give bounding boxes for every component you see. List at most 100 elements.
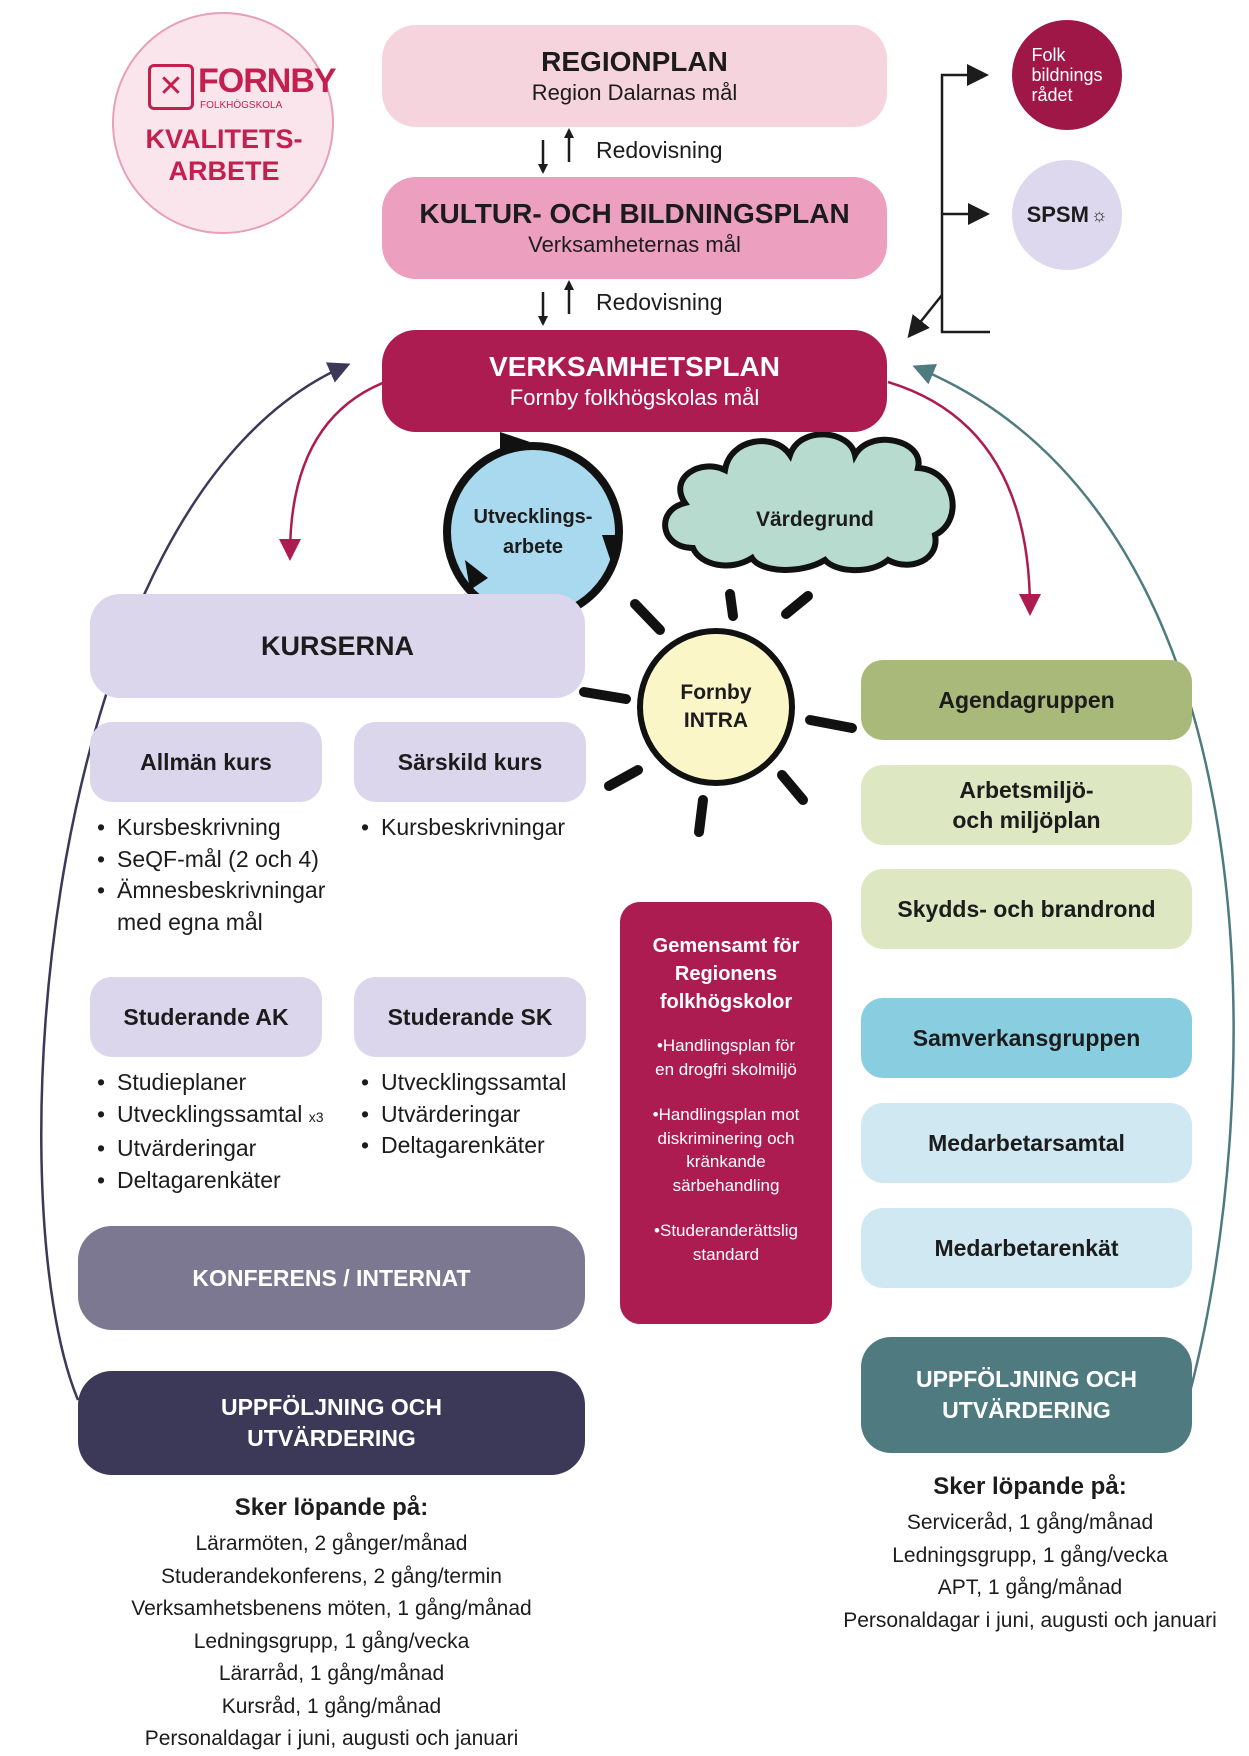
schedule-left-item: Lärarråd, 1 gång/månad — [218, 1662, 445, 1685]
logo-brand: FORNBY — [198, 62, 337, 100]
schedule-left-item: Studerandekonferens, 2 gång/termin — [161, 1564, 502, 1588]
arbetsmiljo-line2: och miljöplan — [952, 807, 1101, 833]
studerande-ak-label: Studerande AK — [123, 1003, 289, 1030]
schedule-right-heading: Sker löpande på: — [933, 1473, 1127, 1500]
arbetsmiljo-box: Arbetsmiljö- och miljöplan — [861, 765, 1192, 845]
schedule-left-item: Ledningsgrupp, 1 gång/vecka — [193, 1629, 470, 1653]
list-item: Deltagarenkäter — [359, 1130, 566, 1162]
logo-line2: ARBETE — [168, 156, 280, 186]
agendagruppen-label: Agendagruppen — [938, 686, 1115, 713]
regionplan-box: REGIONPLAN Region Dalarnas mål — [382, 25, 887, 127]
intra-label: Fornby INTRA — [650, 677, 782, 737]
vardegrund-cloud — [662, 431, 956, 574]
schedule-right-item: Ledningsgrupp, 1 gång/vecka — [892, 1543, 1168, 1567]
gemensamt-bullet-2-cont-a: diskriminering och — [657, 1128, 795, 1148]
list-item: Utvärderingar — [95, 1133, 324, 1165]
gemensamt-bullet-3-cont: standard — [692, 1244, 760, 1264]
list-item: Ämnesbeskrivningar — [95, 875, 325, 907]
medarbetarenkat-box: Medarbetarenkät — [861, 1208, 1192, 1288]
spsm-logo: SPSM ☼ — [1012, 160, 1122, 270]
folkbildningsradet-logo: Folk bildnings rådet — [1012, 20, 1122, 130]
times-badge: x3 — [308, 1108, 324, 1125]
intra-line2: INTRA — [683, 709, 749, 732]
verksamhetsplan-box: VERKSAMHETSPLAN Fornby folkhögskolas mål — [382, 330, 887, 432]
utvecklingsarbete-line1: Utvecklings- — [473, 506, 593, 528]
skydds-label: Skydds- och brandrond — [897, 895, 1156, 922]
crimson-arrow-right — [887, 380, 1041, 616]
logo-circle: ✕ FORNBY FOLKHÖGSKOLA KVALITETS- ARBETE — [112, 12, 337, 234]
schedule-left: Sker löpande på: Lärarmöten, 2 gånger/må… — [78, 1490, 585, 1756]
samverkan-box: Samverkansgruppen — [861, 998, 1192, 1078]
list-item: Kursbeskrivningar — [359, 812, 565, 844]
schedule-right-item: Serviceråd, 1 gång/månad — [906, 1511, 1154, 1534]
redovisning-label-2: Redovisning — [596, 289, 723, 315]
medarbetarsamtal-box: Medarbetarsamtal — [861, 1103, 1192, 1183]
spsm-label: SPSM — [1026, 202, 1089, 227]
kulturplan-subtitle: Verksamheternas mål — [528, 232, 741, 257]
schedule-left-item: Verksamhetsbenens möten, 1 gång/månad — [131, 1597, 532, 1620]
logo-line1: KVALITETS- — [145, 124, 303, 154]
schedule-left-item: Personaldagar i juni, augusti och januar… — [144, 1727, 519, 1750]
list-item: SeQF-mål (2 och 4) — [95, 844, 325, 876]
redovisning-label-1: Redovisning — [596, 137, 723, 163]
samverkan-label: Samverkansgruppen — [912, 1024, 1141, 1051]
uppfoljning-right-line2: UTVÄRDERING — [942, 1397, 1111, 1423]
verksamhetsplan-subtitle: Fornby folkhögskolas mål — [509, 385, 760, 410]
gemensamt-bullet-2-cont-c: särbehandling — [672, 1175, 780, 1195]
schedule-right: Sker löpande på: Serviceråd, 1 gång/måna… — [820, 1469, 1240, 1637]
gemensamt-box: Gemensamt för Regionens folkhögskolor •H… — [620, 902, 832, 1324]
vardegrund-label: Värdegrund — [756, 508, 874, 531]
gemensamt-title-2: Regionens — [674, 963, 778, 985]
uppfoljning-left-box: UPPFÖLJNING OCH UTVÄRDERING — [78, 1371, 585, 1475]
studerande-sk-box: Studerande SK — [354, 977, 586, 1057]
gemensamt-bullet-2: •Handlingsplan mot — [652, 1105, 800, 1124]
kulturplan-title: KULTUR- OCH BILDNINGSPLAN — [419, 198, 850, 229]
uppfoljning-left-line1: UPPFÖLJNING OCH — [220, 1394, 443, 1420]
allman-kurs-list: Kursbeskrivning SeQF-mål (2 och 4) Ämnes… — [95, 812, 325, 938]
logo-brand-sub: FOLKHÖGSKOLA — [200, 100, 283, 111]
gemensamt-bullet-2-cont-b: kränkande — [686, 1152, 766, 1171]
list-item: Utvecklingssamtal x3 — [95, 1099, 324, 1134]
kulturplan-box: KULTUR- OCH BILDNINGSPLAN Verksamheterna… — [382, 177, 887, 279]
list-item: Studieplaner — [95, 1067, 324, 1099]
sarskild-kurs-label: Särskild kurs — [397, 748, 543, 775]
studerande-sk-label: Studerande SK — [387, 1003, 553, 1030]
list-item: Utvärderingar — [359, 1099, 566, 1131]
folkbildningsradet-line1: Folk — [1031, 45, 1066, 65]
list-item-continuation: med egna mål — [117, 908, 263, 935]
medarbetarsamtal-label: Medarbetarsamtal — [928, 1129, 1125, 1156]
schedule-left-item: Lärarmöten, 2 gånger/månad — [195, 1532, 468, 1555]
utvecklingsarbete-line2: arbete — [502, 536, 564, 558]
schedule-right-item: Personaldagar i juni, augusti och januar… — [843, 1608, 1217, 1632]
left-feedback-arc — [40, 362, 351, 1401]
allman-kurs-box: Allmän kurs — [90, 722, 322, 802]
folkbildningsradet-line2: bildnings — [1031, 65, 1103, 85]
uppfoljning-right-line1: UPPFÖLJNING OCH — [915, 1366, 1138, 1392]
intra-line1: Fornby — [680, 681, 752, 704]
studerande-sk-list: Utvecklingssamtal Utvärderingar Deltagar… — [359, 1067, 566, 1162]
agendagruppen-box: Agendagruppen — [861, 660, 1192, 740]
folkbildningsradet-line3: rådet — [1031, 85, 1073, 105]
skydds-box: Skydds- och brandrond — [861, 869, 1192, 949]
regionplan-subtitle: Region Dalarnas mål — [531, 80, 738, 105]
arbetsmiljo-line1: Arbetsmiljö- — [959, 777, 1094, 803]
konferens-box: KONFERENS / INTERNAT — [78, 1226, 585, 1330]
sun-rays — [579, 589, 857, 837]
uppfoljning-right-box: UPPFÖLJNING OCH UTVÄRDERING — [861, 1337, 1192, 1453]
external-bracket — [940, 64, 990, 334]
gemensamt-bullet-3: •Studeranderättslig — [654, 1221, 798, 1240]
cycle-arrows — [465, 432, 622, 590]
schedule-left-heading: Sker löpande på: — [234, 1494, 429, 1521]
studerande-ak-box: Studerande AK — [90, 977, 322, 1057]
gemensamt-title-1: Gemensamt för — [652, 935, 800, 957]
gemensamt-bullet-1: •Handlingsplan för — [656, 1036, 796, 1055]
schedule-left-item: Kursråd, 1 gång/månad — [221, 1694, 442, 1718]
kurserna-box: KURSERNA — [90, 594, 585, 698]
medarbetarenkat-label: Medarbetarenkät — [934, 1234, 1119, 1261]
allman-kurs-label: Allmän kurs — [140, 748, 272, 775]
crimson-arrow-left — [279, 380, 386, 561]
gemensamt-bullet-1-cont: en drogfri skolmiljö — [655, 1059, 797, 1079]
fornby-emblem-icon: ✕ — [148, 64, 194, 110]
kurserna-label: KURSERNA — [260, 630, 414, 661]
